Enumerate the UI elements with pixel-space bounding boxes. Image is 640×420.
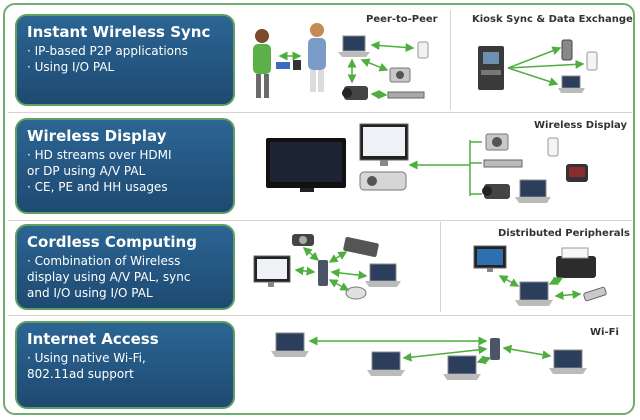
laptop-icon (549, 349, 587, 374)
row-divider (8, 112, 632, 113)
panel-divider (440, 222, 441, 312)
camcorder-icon (342, 86, 368, 100)
person-icon (308, 23, 326, 92)
music-player-icon (547, 137, 559, 157)
monitor-icon (359, 123, 409, 166)
laptop-icon (338, 35, 370, 57)
monitor-icon (473, 245, 507, 272)
usage-box-wireless-display: Wireless Display · HD streams over HDMI … (15, 118, 235, 214)
phone-icon (561, 39, 573, 61)
panel-title-distributed-peripherals: Distributed Peripherals (498, 228, 630, 239)
kiosk-icon (478, 46, 504, 90)
camera-icon (389, 67, 411, 83)
usage-bullet: · IP-based P2P applications (27, 44, 188, 58)
wifi-router-icon (490, 338, 500, 360)
panel-title-kiosk-sync: Kiosk Sync & Data Exchange (472, 14, 633, 25)
usage-bullet: · Combination of Wireless (27, 254, 181, 268)
usage-bullet: and I/O using I/O PAL (27, 286, 153, 300)
camcorder-icon (482, 184, 510, 199)
usage-bullet: · Using I/O PAL (27, 60, 115, 74)
usb-drive-icon (583, 286, 607, 302)
phone-icon (566, 164, 588, 182)
laptop-icon (558, 75, 585, 93)
external-drive-icon (343, 236, 379, 258)
panel-title-peer-to-peer: Peer-to-Peer (366, 14, 438, 25)
row-divider (8, 315, 632, 316)
media-player-icon (387, 91, 425, 99)
usage-bullet: · HD streams over HDMI (27, 148, 172, 162)
hard-drive-icon (292, 234, 314, 246)
usage-title: Cordless Computing (27, 233, 197, 251)
laptop-icon (365, 263, 401, 287)
usage-title: Instant Wireless Sync (27, 23, 211, 41)
row-divider (8, 220, 632, 221)
laptop-icon (367, 351, 405, 376)
music-player-icon (586, 51, 598, 71)
wireless-dock-icon (318, 260, 328, 286)
music-player-icon (417, 41, 429, 59)
usage-bullet: 802.11ad support (27, 367, 134, 381)
laptop-icon (443, 355, 481, 380)
projector-icon (359, 171, 407, 191)
tv-icon (266, 138, 346, 192)
usage-box-internet-access: Internet Access · Using native Wi-Fi, 80… (15, 321, 235, 409)
usage-box-cordless-computing: Cordless Computing · Combination of Wire… (15, 224, 235, 310)
media-player-icon (483, 159, 523, 168)
usage-title: Internet Access (27, 330, 159, 348)
laptop-icon (515, 179, 551, 203)
laptop-icon (271, 332, 309, 357)
mouse-icon (345, 286, 367, 300)
phone-icon (293, 60, 301, 70)
usage-bullet: · Using native Wi-Fi, (27, 351, 146, 365)
person-icon (253, 29, 271, 98)
laptop-icon (515, 281, 553, 306)
phone-icon (276, 62, 290, 69)
usage-bullet: · CE, PE and HH usages (27, 180, 168, 194)
usage-bullet: display using A/V PAL, sync (27, 270, 191, 284)
usage-title: Wireless Display (27, 127, 167, 145)
monitor-icon (253, 255, 291, 287)
panel-title-wireless-display: Wireless Display (534, 120, 627, 131)
usage-bullet: or DP using A/V PAL (27, 164, 146, 178)
printer-icon (556, 247, 596, 278)
panel-title-wifi: Wi-Fi (590, 327, 619, 338)
usage-box-instant-sync: Instant Wireless Sync · IP-based P2P app… (15, 14, 235, 106)
camera-icon (485, 133, 509, 151)
panel-divider (450, 10, 451, 110)
